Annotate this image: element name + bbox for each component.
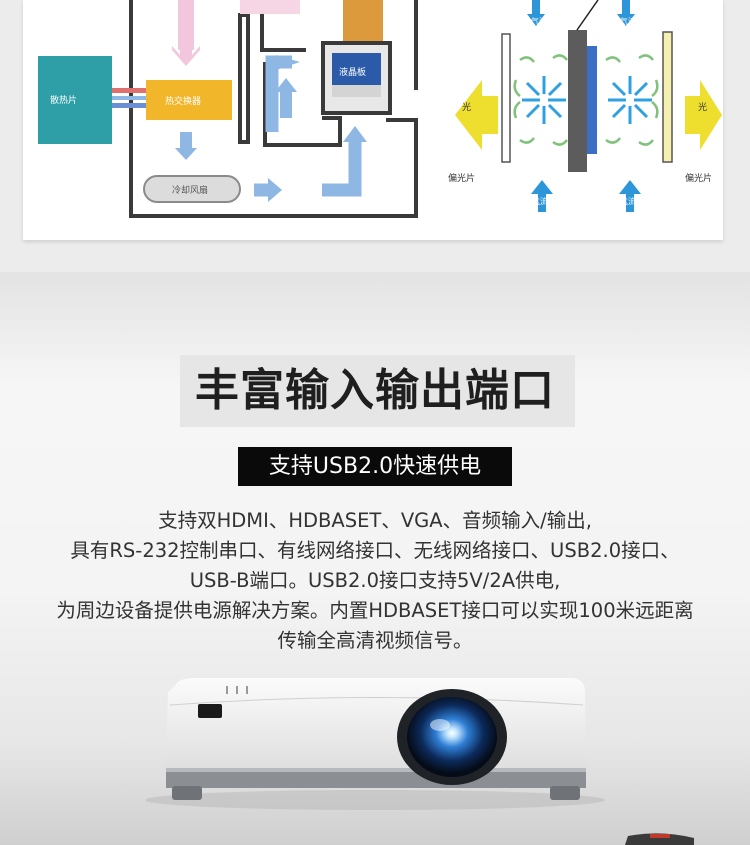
polarizer-label-left: 偏光片: [448, 174, 476, 184]
projector-image: [145, 678, 694, 845]
polarizer-airflow-diagram: [455, 0, 722, 212]
section-title: 丰富输入输出端口: [195, 365, 555, 416]
usb-power-badge: 支持USB2.0快速供电: [238, 447, 512, 486]
description-line: 具有RS-232控制串口、有线网络接口、无线网络接口、USB2.0接口、: [70, 539, 680, 562]
description-line: USB-B端口。USB2.0接口支持5V/2A供电,: [189, 569, 561, 592]
description-line: 支持双HDMI、HDBASET、VGA、音频输入/输出,: [158, 509, 592, 532]
airflow-label: 气流: [531, 17, 547, 26]
cooling-fan-label: 冷却风扇: [172, 186, 209, 196]
description-line: 为周边设备提供电源解决方案。内置HDBASET接口可以实现100米远距离: [56, 599, 694, 622]
heatsink-label: 散热片: [50, 96, 78, 106]
polarizer-label-right: 偏光片: [685, 174, 713, 184]
heat-exchanger-label: 热交换器: [165, 97, 202, 107]
lcd-panel-label: 液晶板: [339, 68, 367, 78]
light-label-right: 光: [698, 103, 708, 113]
airflow-label: 气流: [532, 197, 548, 206]
section-description: 支持双HDMI、HDBASET、VGA、音频输入/输出, 具有RS-232控制串…: [0, 506, 750, 656]
description-line: 传输全高清视频信号。: [277, 629, 473, 652]
cooling-system-diagram: [38, 0, 418, 218]
airflow-label: 气流: [620, 197, 636, 206]
light-label-left: 光: [462, 103, 472, 113]
airflow-label: 气流: [620, 17, 636, 26]
title-backdrop: [180, 355, 575, 427]
